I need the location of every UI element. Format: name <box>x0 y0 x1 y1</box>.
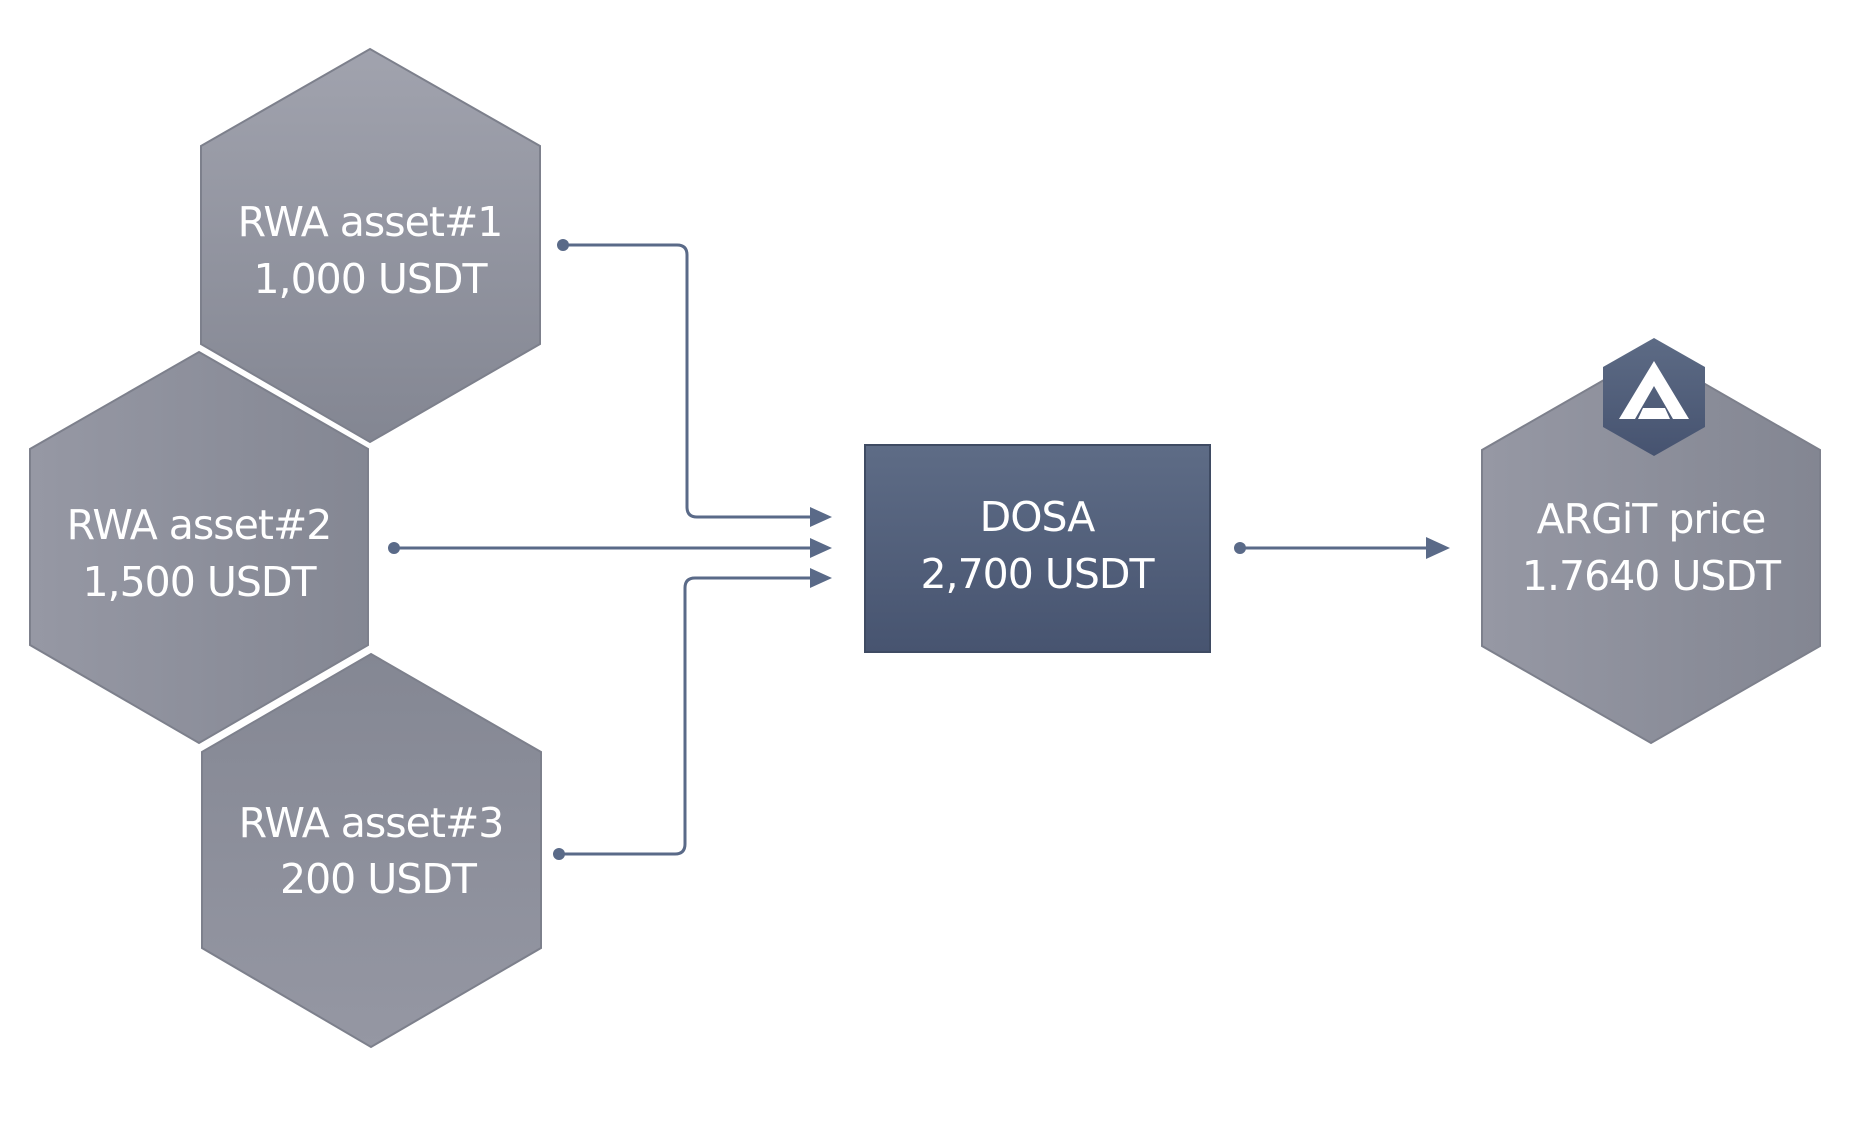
asset-node-2: RWA asset#2 1,500 USDT <box>29 350 369 745</box>
asset-hexagon-2 <box>29 350 369 745</box>
pool-node: DOSA 2,700 USDT <box>864 444 1211 653</box>
output-value: 1.7640 USDT <box>1522 552 1782 600</box>
arrowhead-icon <box>810 538 832 558</box>
asset-3-name: RWA asset#3 <box>239 799 504 847</box>
asset-hexagon-1 <box>200 47 541 444</box>
output-node: ARGiT price 1.7640 USDT <box>1481 338 1821 745</box>
connector-line <box>563 243 812 519</box>
pool-value: 2,700 USDT <box>920 550 1155 598</box>
connector-line <box>559 576 812 856</box>
asset-hexagon-3 <box>201 652 542 1049</box>
argit-logo-icon <box>1603 338 1705 456</box>
asset-node-3: RWA asset#3 200 USDT <box>201 652 542 1049</box>
asset-2-value: 1,500 USDT <box>82 558 317 606</box>
connector-pool-to-output <box>1234 537 1450 559</box>
asset-node-1: RWA asset#1 1,000 USDT <box>200 47 541 444</box>
logo-a-shape <box>1619 361 1689 419</box>
asset-1-value: 1,000 USDT <box>253 255 488 303</box>
arrowhead-icon <box>1426 537 1450 559</box>
asset-2-name: RWA asset#2 <box>67 501 332 549</box>
connector-asset-3-to-pool <box>553 568 832 860</box>
asset-1-name: RWA asset#1 <box>238 198 503 246</box>
output-name: ARGiT price <box>1537 495 1766 543</box>
output-hexagon <box>1481 351 1821 745</box>
pool-name: DOSA <box>980 493 1096 541</box>
arrowhead-icon <box>810 507 832 527</box>
asset-3-value: 200 USDT <box>280 855 478 903</box>
connector-asset-2-to-pool <box>388 538 832 558</box>
connector-asset-1-to-pool <box>557 239 832 527</box>
logo-a-bar <box>1638 408 1670 419</box>
logo-hexagon <box>1603 338 1705 456</box>
arrowhead-icon <box>810 568 832 588</box>
pool-box <box>864 444 1211 653</box>
